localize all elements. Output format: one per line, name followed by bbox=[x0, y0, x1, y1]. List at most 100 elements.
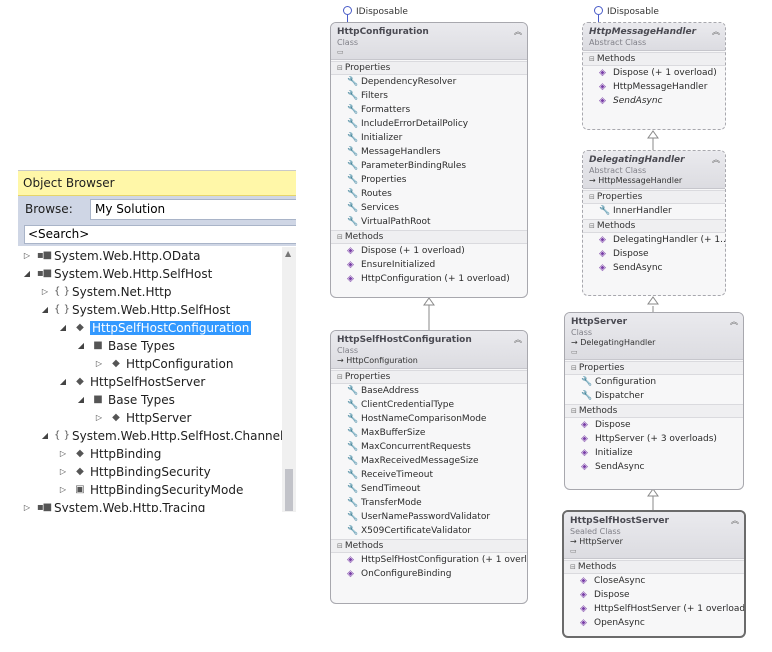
class-shape-httpserver[interactable]: HttpServer Class → DelegatingHandler ▭ ︽… bbox=[564, 312, 744, 490]
tree-node[interactable]: ◢{ }System.Web.Http.SelfHost.Channels bbox=[40, 427, 290, 445]
tree-node[interactable]: ▷◆HttpConfiguration bbox=[94, 355, 234, 373]
member-property[interactable]: 🔧MaxBufferSize bbox=[331, 426, 527, 440]
member-method[interactable]: ◈OnConfigureBinding bbox=[331, 567, 527, 581]
member-property[interactable]: 🔧BaseAddress bbox=[331, 384, 527, 398]
member-method[interactable]: ◈HttpServer (+ 3 overloads) bbox=[565, 432, 743, 446]
expand-arrow-icon[interactable]: ▷ bbox=[95, 413, 103, 422]
compartment-methods[interactable]: ⊟Methods bbox=[583, 52, 725, 66]
member-property[interactable]: 🔧MessageHandlers bbox=[331, 145, 527, 159]
class-shape-httpmessagehandler[interactable]: HttpMessageHandler Abstract Class ︽ ⊟Met… bbox=[582, 22, 726, 130]
member-property[interactable]: 🔧SendTimeout bbox=[331, 482, 527, 496]
class-header[interactable]: HttpConfiguration Class ▭ ︽ bbox=[331, 23, 527, 60]
collapse-arrow-icon[interactable]: ◢ bbox=[59, 323, 67, 332]
member-method[interactable]: ◈OpenAsync bbox=[564, 616, 744, 630]
collapse-arrow-icon[interactable]: ◢ bbox=[41, 431, 49, 440]
expand-arrow-icon[interactable]: ▷ bbox=[95, 359, 103, 368]
compartment-toggle-icon[interactable]: ⊟ bbox=[571, 364, 577, 372]
member-property[interactable]: 🔧TransferMode bbox=[331, 496, 527, 510]
member-property[interactable]: 🔧DependencyResolver bbox=[331, 75, 527, 89]
member-method[interactable]: ◈SendAsync bbox=[583, 94, 725, 108]
member-method[interactable]: ◈DelegatingHandler (+ 1... bbox=[583, 233, 725, 247]
tree-node[interactable]: ▷◆HttpBinding bbox=[58, 445, 161, 463]
member-method[interactable]: ◈HttpSelfHostConfiguration (+ 1 overl... bbox=[331, 553, 527, 567]
member-property[interactable]: 🔧Formatters bbox=[331, 103, 527, 117]
expand-arrow-icon[interactable]: ▷ bbox=[41, 287, 49, 296]
collapse-arrow-icon[interactable]: ◢ bbox=[77, 395, 85, 404]
collapse-chevron-icon[interactable]: ︽ bbox=[514, 27, 522, 36]
compartment-properties[interactable]: ⊟Properties bbox=[331, 61, 527, 75]
compartment-properties[interactable]: ⊟Properties bbox=[583, 190, 725, 204]
search-input[interactable]: <Search> bbox=[24, 225, 296, 244]
compartment-methods[interactable]: ⊟Methods bbox=[565, 404, 743, 418]
member-property[interactable]: 🔧Properties bbox=[331, 173, 527, 187]
collapse-chevron-icon[interactable]: ︽ bbox=[730, 317, 738, 326]
collapse-chevron-icon[interactable]: ︽ bbox=[712, 27, 720, 36]
compartment-methods[interactable]: ⊟Methods bbox=[331, 230, 527, 244]
member-method[interactable]: ◈Initialize bbox=[565, 446, 743, 460]
class-header[interactable]: HttpMessageHandler Abstract Class ︽ bbox=[583, 23, 725, 51]
member-property[interactable]: 🔧Configuration bbox=[565, 375, 743, 389]
class-shape-delegatinghandler[interactable]: DelegatingHandler Abstract Class → HttpM… bbox=[582, 150, 726, 296]
compartment-toggle-icon[interactable]: ⊟ bbox=[337, 373, 343, 381]
member-property[interactable]: 🔧Services bbox=[331, 201, 527, 215]
member-property[interactable]: 🔧Dispatcher bbox=[565, 389, 743, 403]
details-toggle-icon[interactable]: ▭ bbox=[570, 547, 577, 555]
compartment-toggle-icon[interactable]: ⊟ bbox=[570, 563, 576, 571]
expand-arrow-icon[interactable]: ▷ bbox=[59, 467, 67, 476]
tree-node[interactable]: ▷▣HttpBindingSecurityMode bbox=[58, 481, 243, 499]
class-header[interactable]: DelegatingHandler Abstract Class → HttpM… bbox=[583, 151, 725, 189]
class-shape-httpselfhostserver[interactable]: HttpSelfHostServer Sealed Class → HttpSe… bbox=[562, 510, 746, 638]
compartment-toggle-icon[interactable]: ⊟ bbox=[589, 193, 595, 201]
compartment-toggle-icon[interactable]: ⊟ bbox=[571, 407, 577, 415]
compartment-methods[interactable]: ⊟Methods bbox=[564, 560, 744, 574]
compartment-toggle-icon[interactable]: ⊟ bbox=[337, 233, 343, 241]
member-method[interactable]: ◈HttpSelfHostServer (+ 1 overload) bbox=[564, 602, 744, 616]
member-property[interactable]: 🔧ParameterBindingRules bbox=[331, 159, 527, 173]
collapse-chevron-icon[interactable]: ︽ bbox=[731, 516, 739, 525]
details-toggle-icon[interactable]: ▭ bbox=[337, 48, 344, 56]
class-shape-httpconfiguration[interactable]: HttpConfiguration Class ▭ ︽ ⊟Properties … bbox=[330, 22, 528, 298]
tree-scrollbar[interactable]: ▲ bbox=[282, 247, 296, 512]
member-method[interactable]: ◈HttpMessageHandler bbox=[583, 80, 725, 94]
tree-node[interactable]: ◢{ }System.Web.Http.SelfHost bbox=[40, 301, 230, 319]
expand-arrow-icon[interactable]: ▷ bbox=[59, 449, 67, 458]
class-header[interactable]: HttpSelfHostConfiguration Class → HttpCo… bbox=[331, 331, 527, 369]
collapse-arrow-icon[interactable]: ◢ bbox=[77, 341, 85, 350]
tree-node[interactable]: ◢▪■System.Web.Http.SelfHost bbox=[22, 265, 212, 283]
tree-node[interactable]: ▷▪■System.Web.Http.OData bbox=[22, 247, 201, 265]
member-property[interactable]: 🔧MaxConcurrentRequests bbox=[331, 440, 527, 454]
compartment-toggle-icon[interactable]: ⊟ bbox=[337, 542, 343, 550]
tree-node[interactable]: ◢■Base Types bbox=[76, 337, 175, 355]
member-property[interactable]: 🔧IncludeErrorDetailPolicy bbox=[331, 117, 527, 131]
tree-node[interactable]: ▷◆HttpBindingSecurity bbox=[58, 463, 211, 481]
member-method[interactable]: ◈EnsureInitialized bbox=[331, 258, 527, 272]
member-property[interactable]: 🔧HostNameComparisonMode bbox=[331, 412, 527, 426]
member-method[interactable]: ◈CloseAsync bbox=[564, 574, 744, 588]
member-method[interactable]: ◈SendAsync bbox=[565, 460, 743, 474]
member-method[interactable]: ◈Dispose bbox=[564, 588, 744, 602]
compartment-methods[interactable]: ⊟Methods bbox=[331, 539, 527, 553]
compartment-toggle-icon[interactable]: ⊟ bbox=[589, 55, 595, 63]
expand-arrow-icon[interactable]: ▷ bbox=[59, 485, 67, 494]
compartment-methods[interactable]: ⊟Methods bbox=[583, 219, 725, 233]
collapse-arrow-icon[interactable]: ◢ bbox=[23, 269, 31, 278]
tree-node-selected[interactable]: ◢◆HttpSelfHostConfiguration bbox=[58, 319, 252, 337]
member-property[interactable]: 🔧ClientCredentialType bbox=[331, 398, 527, 412]
compartment-properties[interactable]: ⊟Properties bbox=[565, 361, 743, 375]
collapse-arrow-icon[interactable]: ◢ bbox=[59, 377, 67, 386]
member-property[interactable]: 🔧VirtualPathRoot bbox=[331, 215, 527, 229]
member-method[interactable]: ◈HttpConfiguration (+ 1 overload) bbox=[331, 272, 527, 286]
class-shape-httpselfhostconfiguration[interactable]: HttpSelfHostConfiguration Class → HttpCo… bbox=[330, 330, 528, 604]
details-toggle-icon[interactable]: ▭ bbox=[571, 348, 578, 356]
class-header[interactable]: HttpServer Class → DelegatingHandler ▭ ︽ bbox=[565, 313, 743, 360]
scroll-thumb[interactable] bbox=[285, 469, 293, 511]
member-method[interactable]: ◈Dispose (+ 1 overload) bbox=[583, 66, 725, 80]
compartment-properties[interactable]: ⊟Properties bbox=[331, 370, 527, 384]
class-header[interactable]: HttpSelfHostServer Sealed Class → HttpSe… bbox=[564, 512, 744, 559]
member-property[interactable]: 🔧MaxReceivedMessageSize bbox=[331, 454, 527, 468]
collapse-chevron-icon[interactable]: ︽ bbox=[712, 155, 720, 164]
tree-node[interactable]: ◢■Base Types bbox=[76, 391, 175, 409]
member-property[interactable]: 🔧X509CertificateValidator bbox=[331, 524, 527, 538]
member-property[interactable]: 🔧Routes bbox=[331, 187, 527, 201]
compartment-toggle-icon[interactable]: ⊟ bbox=[337, 64, 343, 72]
